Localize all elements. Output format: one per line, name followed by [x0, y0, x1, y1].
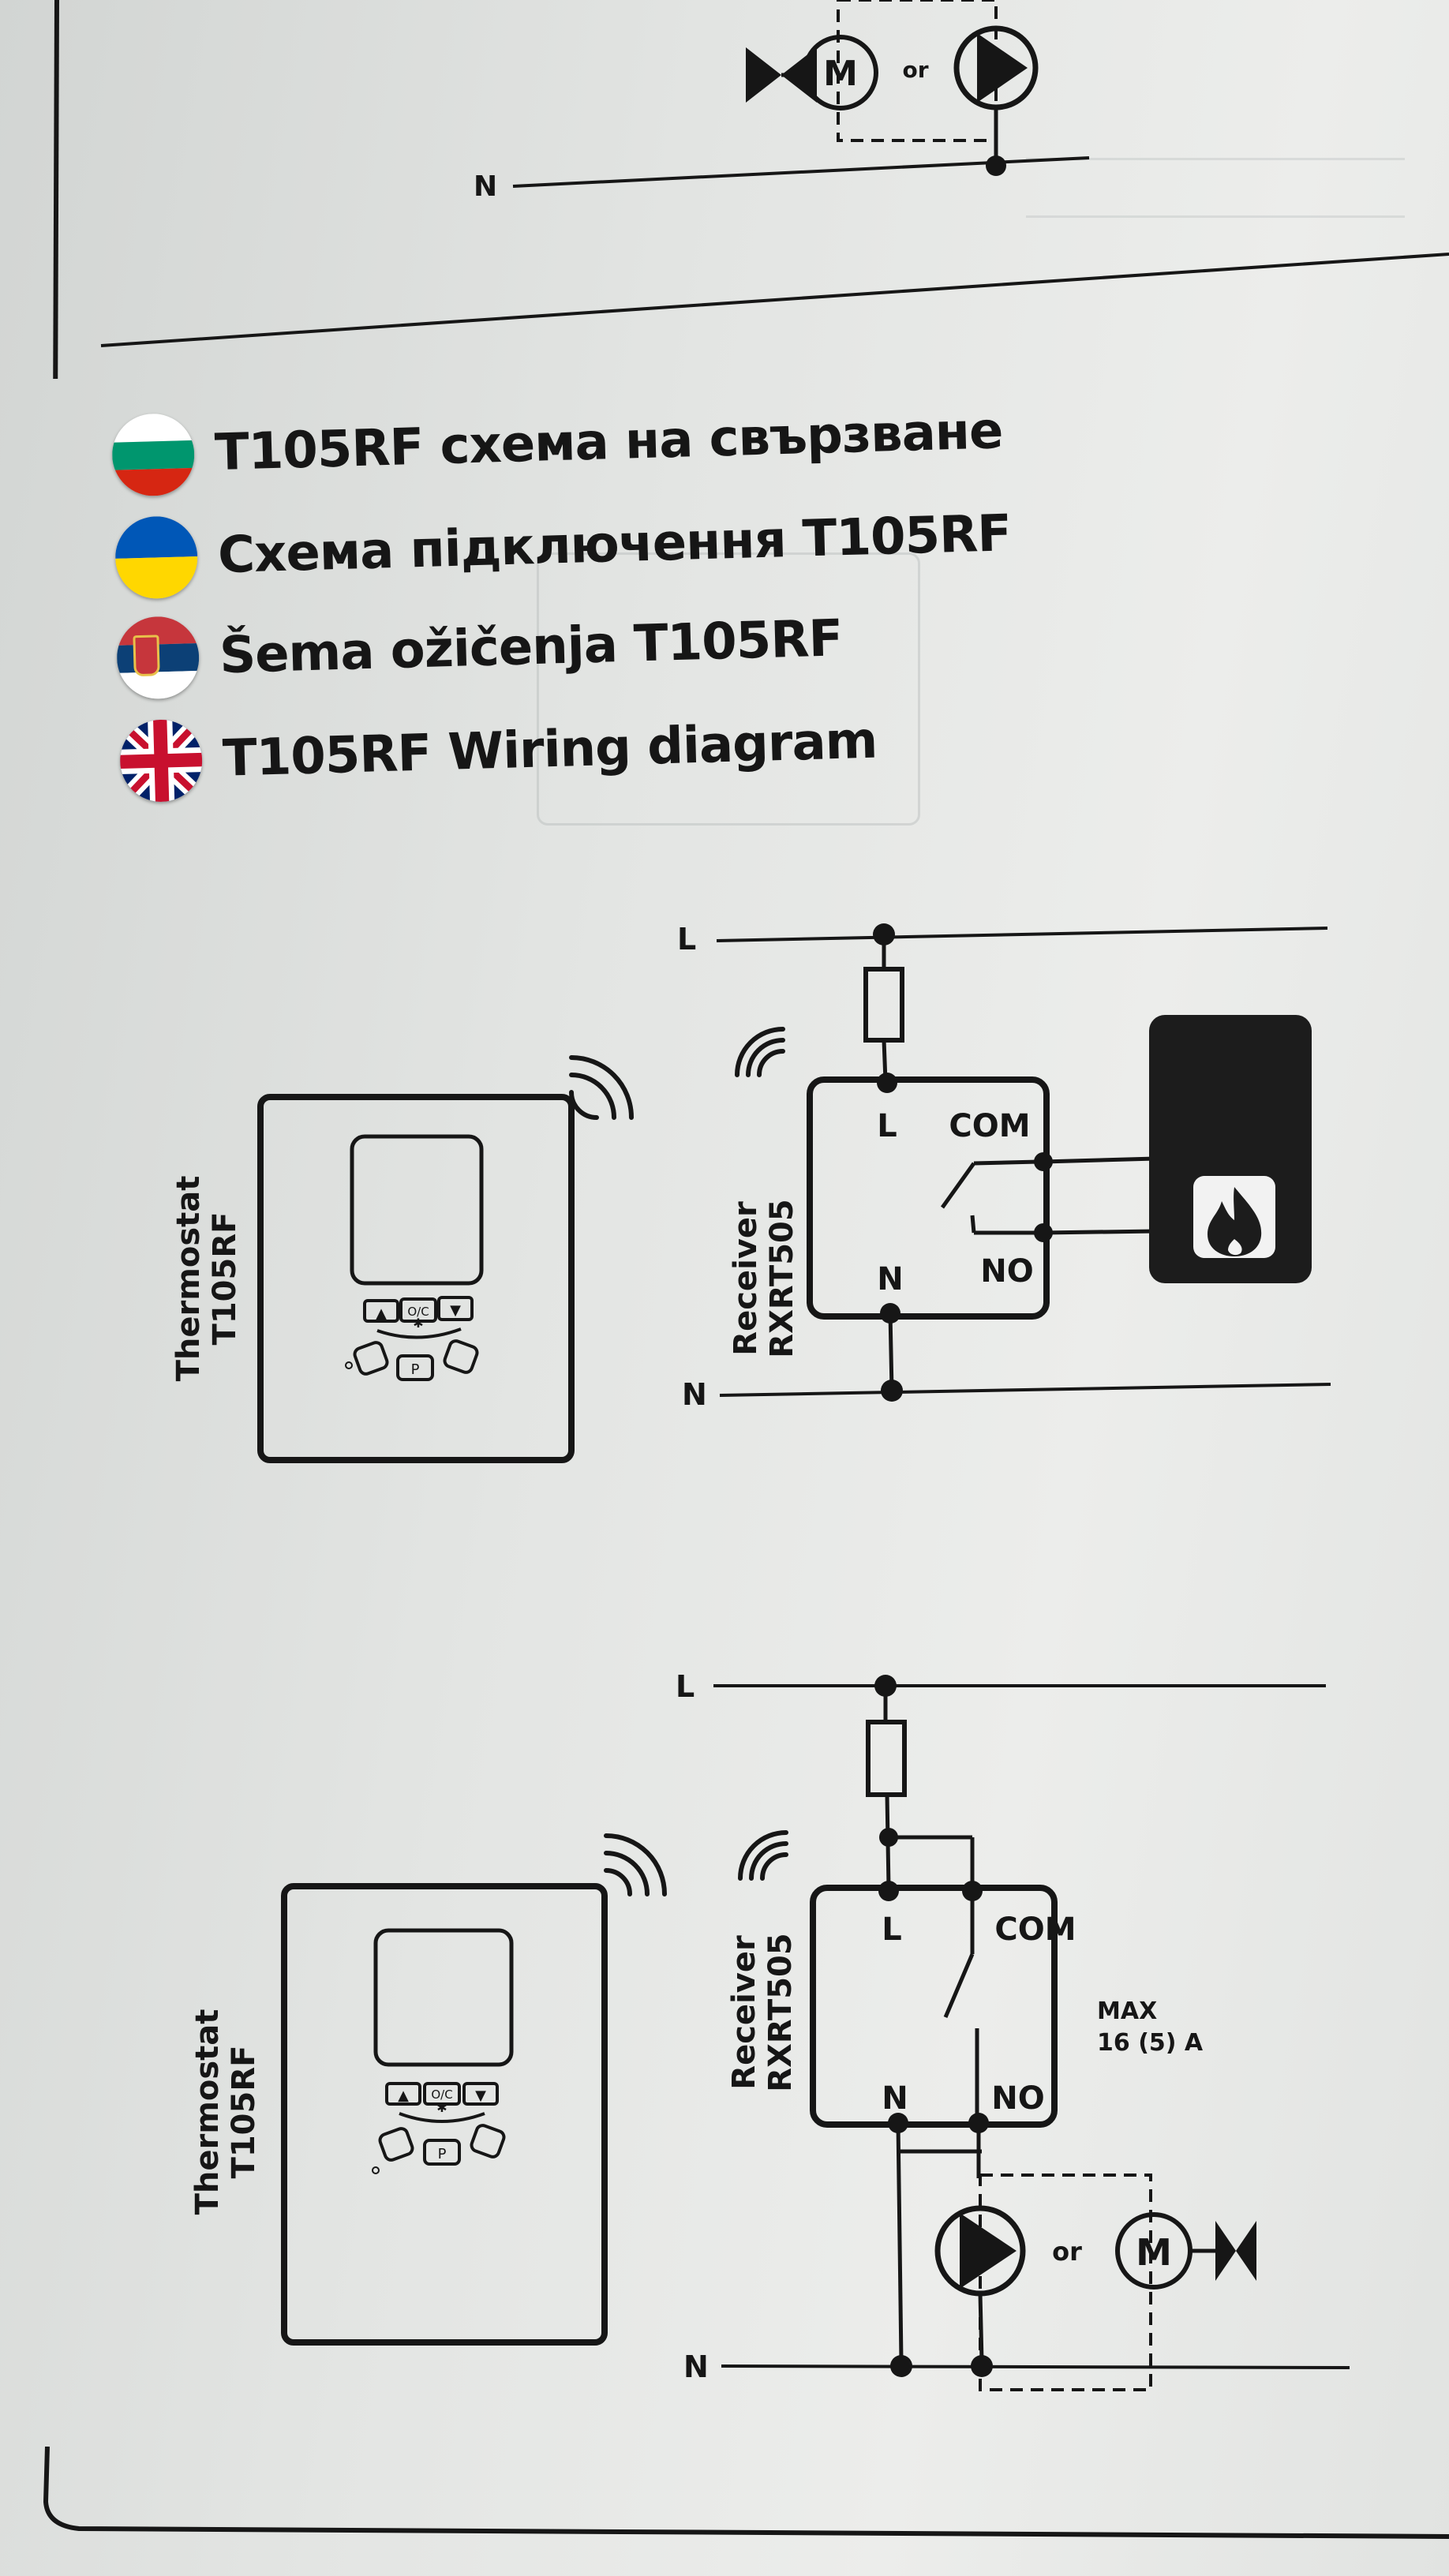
valve-icon [1190, 2221, 1256, 2281]
n-line-label: N [682, 1377, 707, 1412]
wiring-diagram-boiler: L N L N COM NO Receiver RXRT505 ▲ O/C ▼ … [170, 922, 1331, 1463]
thermostat-display [373, 1928, 514, 2067]
ukraine-flag-icon [114, 515, 199, 600]
thermostat-button-down: ▼ [462, 2082, 499, 2106]
thermostat-model-label: T105RF [207, 1212, 243, 1346]
heading-english: T105RF Wiring diagram [118, 700, 878, 803]
thermostat-label: Thermostat [170, 1176, 207, 1382]
n-line-label: N [683, 2349, 709, 2384]
motor-icon: M [1115, 2212, 1193, 2290]
or-label: or [902, 57, 928, 83]
max-current-value: 16 (5) A [1097, 2029, 1204, 2057]
receiver-box [810, 1885, 1058, 2128]
heading-text: Схема підключення T105RF [217, 504, 1013, 586]
receiver-terminal-com: COM [994, 1911, 1076, 1948]
receiver-terminal-l: L [882, 1911, 902, 1948]
thermostat-button-p-label: P [438, 2146, 447, 2162]
thermostat-display [350, 1134, 484, 1286]
thermostat-model-label: T105RF [226, 2046, 262, 2179]
section-divider [100, 253, 1449, 347]
receiver-terminal-no: NO [980, 1253, 1033, 1290]
l-line-label: L [677, 922, 696, 957]
bleed-through-box [537, 552, 920, 826]
heading-text: T105RF схема на свързване [214, 402, 1004, 483]
bleed-through-text [1026, 126, 1405, 284]
thermostat-button-oc: O/C [423, 2082, 461, 2106]
thermostat-body [257, 1094, 575, 1463]
receiver-terminal-n: N [882, 2080, 908, 2117]
thermostat-button-up-label: ▲ [398, 2087, 409, 2104]
thermostat-button-down: ▼ [437, 1296, 474, 1321]
wiring-diagram-pump: L L COM N NO MAX 16 (5) A Receiver RXRT5… [189, 1669, 1350, 2391]
page-frame-bottom [43, 2447, 1449, 2539]
serbia-flag-icon [115, 615, 200, 700]
heading-text: Šema ožičenja T105RF [219, 609, 844, 686]
uk-flag-icon [118, 718, 204, 803]
thermostat-button-oc: O/C [399, 1297, 437, 1323]
receiver-label: Receiver [726, 1935, 762, 2090]
thermostat-button-oc-label: O/C [431, 2087, 452, 2102]
thermostat-wireless-icon [604, 1833, 667, 1896]
svg-text:M: M [1136, 2231, 1172, 2274]
thermostat-button-down-label: ▼ [450, 1302, 461, 1319]
thermostat-button-up: ▲ [385, 2082, 421, 2106]
thermostat-button-p: P [423, 2139, 461, 2166]
fuse-icon [863, 967, 904, 1043]
motor-icon: M [803, 35, 878, 110]
receiver-terminal-l: L [877, 1108, 897, 1144]
thermostat-button-p-label: P [411, 1361, 420, 1378]
thermostat-body [281, 1883, 608, 2346]
l-line-label: L [676, 1669, 695, 1704]
heading-text: T105RF Wiring diagram [222, 711, 878, 788]
thermostat-button-oc-label: O/C [407, 1305, 429, 1319]
receiver-wireless-icon [738, 1830, 788, 1881]
receiver-terminal-n: N [877, 1261, 903, 1297]
n-label: N [474, 170, 497, 203]
thermostat-button-up: ▲ [363, 1299, 399, 1323]
svg-text:✱: ✱ [436, 2100, 447, 2115]
bulgaria-flag-icon [110, 412, 196, 497]
fuse-icon [866, 1720, 907, 1797]
thermostat-wireless-icon [569, 1055, 634, 1120]
thermostat-button-down-label: ▼ [475, 2087, 486, 2104]
receiver-box [807, 1076, 1050, 1320]
flame-icon [1193, 1176, 1275, 1258]
receiver-label: Receiver [728, 1201, 764, 1356]
or-label: or [1052, 2237, 1082, 2267]
receiver-model-label: RXRT505 [762, 1933, 799, 2091]
svg-text:✱: ✱ [413, 1316, 423, 1331]
thermostat-label: Thermostat [189, 2009, 226, 2215]
receiver-terminal-com: COM [949, 1108, 1030, 1144]
receiver-terminal-no: NO [991, 2080, 1044, 2117]
thermostat-button-p: P [396, 1354, 434, 1381]
thermostat-button-up-label: ▲ [376, 1305, 387, 1322]
receiver-wireless-icon [735, 1027, 785, 1077]
top-fragment-diagram: M or N [53, 0, 1449, 379]
max-current-label: MAX [1097, 1998, 1157, 2025]
receiver-model-label: RXRT505 [764, 1199, 800, 1357]
svg-text:M: M [823, 54, 858, 94]
